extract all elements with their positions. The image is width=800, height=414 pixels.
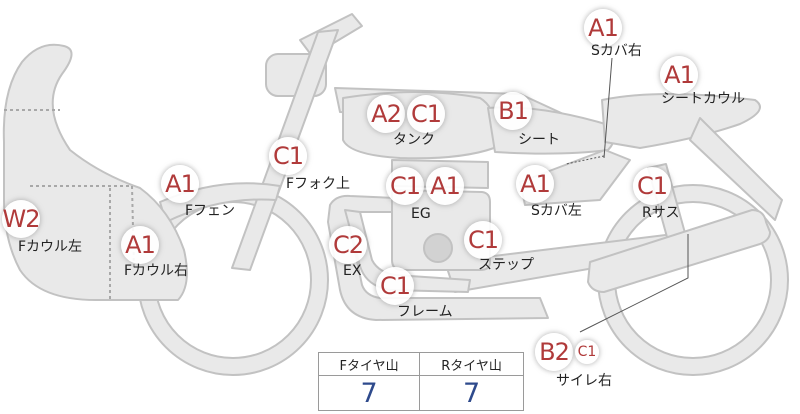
label-step: ステップ (478, 257, 534, 273)
grade-badge-f-fender: A1 (161, 165, 199, 203)
exhaust-pipe (344, 209, 471, 293)
label-f-cowl-left: Fカウル左 (18, 239, 83, 255)
label-f-fork-top: Fフォク上 (286, 176, 351, 192)
rear-tire-value: 7 (419, 375, 524, 411)
label-eg: EG (411, 206, 431, 222)
grade-badge-step: C1 (464, 221, 502, 259)
tire-tread-table: Fタイヤ山 Rタイヤ山 7 7 (317, 352, 524, 411)
grade-badge-r-suspension: C1 (633, 167, 671, 205)
label-tank: タンク (393, 132, 435, 148)
label-silencer-right: サイレ右 (556, 373, 612, 389)
seat-cowl (601, 93, 761, 149)
label-seat: シート (518, 132, 560, 148)
grade-badge-eg-1: C1 (386, 167, 424, 205)
front-tire-header: Fタイヤ山 (317, 352, 421, 376)
grade-badge-frame: C1 (376, 267, 414, 305)
grade-badge-tank-1: A2 (367, 95, 405, 133)
silencer (587, 209, 771, 293)
label-exhaust: EX (343, 263, 362, 279)
grade-badge-seat-cowl: A1 (660, 56, 698, 94)
grade-badge-silencer-right-1: B2 (535, 333, 573, 371)
grade-badge-f-cowl-left: W2 (2, 200, 41, 238)
grade-badge-s-cover-left: A1 (516, 165, 554, 203)
grade-badge-eg-2: A1 (426, 167, 464, 205)
label-f-fender: Fフェン (185, 203, 236, 219)
label-seat-cowl: シートカウル (661, 91, 745, 107)
grade-badge-silencer-right-2: C1 (575, 340, 599, 364)
grade-badge-exhaust: C2 (329, 226, 367, 264)
rear-tire-header: Rタイヤ山 (419, 352, 524, 376)
leader-lines (565, 57, 689, 333)
front-tire-value: 7 (317, 375, 421, 411)
rear-fender (689, 117, 783, 221)
engine-cover (423, 233, 453, 263)
grade-badge-s-cover-right: A1 (584, 9, 622, 47)
grade-badge-f-cowl-right: A1 (121, 226, 159, 264)
label-s-cover-left: Sカバ左 (531, 203, 582, 219)
grade-badge-f-fork-top: C1 (269, 137, 307, 175)
grade-badge-tank-2: C1 (407, 95, 445, 133)
frame-lower (327, 194, 549, 321)
label-frame: フレーム (397, 304, 453, 320)
label-f-cowl-right: Fカウル右 (124, 263, 189, 279)
label-r-suspension: Rサス (642, 205, 680, 221)
label-s-cover-right: Sカバ右 (591, 43, 642, 59)
front-cowl (2, 43, 188, 301)
grade-badge-seat: B1 (494, 92, 532, 130)
